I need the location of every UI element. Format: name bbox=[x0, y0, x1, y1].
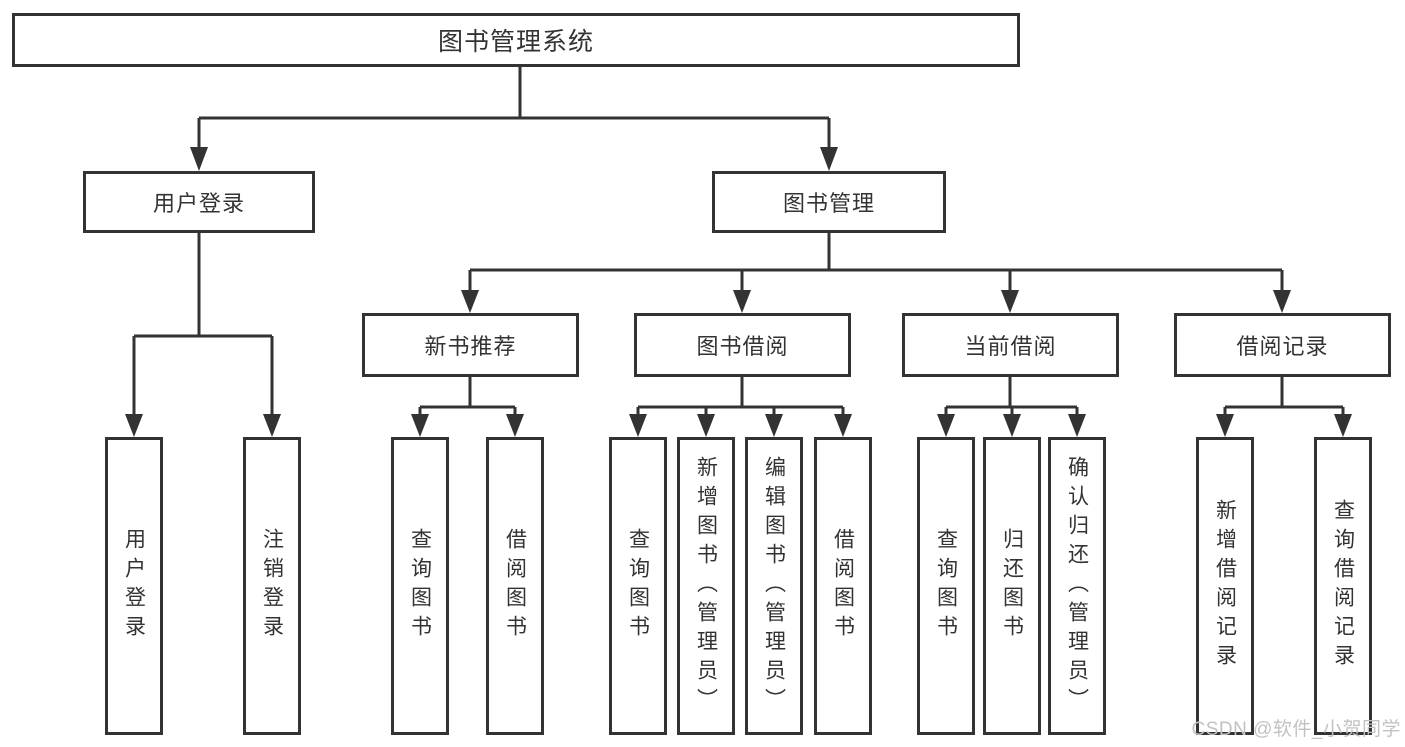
leaf-edit-book-admin: 编辑图书（管理员） bbox=[745, 437, 803, 735]
leaf-borrow-book-label: 借阅图书 bbox=[831, 528, 855, 644]
watermark: CSDN @软件_小贺同学 bbox=[1191, 719, 1401, 740]
connector-root-to-level2 bbox=[197, 67, 831, 150]
connector-current-borrow-children bbox=[944, 377, 1079, 417]
arrowheads-borrow-record bbox=[1216, 414, 1352, 437]
leaf-edit-book-admin-label: 编辑图书（管理员） bbox=[762, 455, 786, 717]
node-new-book-recommend-label: 新书推荐 bbox=[424, 334, 517, 359]
connector-new-book-children bbox=[418, 377, 517, 417]
leaf-query-book-recommend: 查询图书 bbox=[391, 437, 449, 735]
arrow-down-icon bbox=[263, 414, 281, 437]
leaf-borrow-book-recommend: 借阅图书 bbox=[486, 437, 544, 735]
leaf-user-login-label: 用户登录 bbox=[122, 528, 146, 644]
leaf-query-book-borrow-label: 查询图书 bbox=[626, 528, 650, 644]
connector-book-management-children bbox=[468, 233, 1284, 292]
arrow-down-icon bbox=[1334, 414, 1352, 437]
arrow-down-icon bbox=[125, 414, 143, 437]
leaf-logout-label: 注销登录 bbox=[260, 528, 284, 644]
connector-book-borrow-children bbox=[636, 377, 845, 417]
node-root: 图书管理系统 bbox=[12, 13, 1020, 67]
arrow-down-icon bbox=[1068, 414, 1086, 437]
leaf-add-borrow-record: 新增借阅记录 bbox=[1196, 437, 1254, 735]
node-book-borrow: 图书借阅 bbox=[634, 313, 851, 377]
arrowheads-level2 bbox=[190, 147, 838, 171]
arrowheads-new-book bbox=[411, 414, 524, 437]
node-user-login: 用户登录 bbox=[83, 171, 315, 233]
leaf-borrow-book-recommend-label: 借阅图书 bbox=[503, 528, 527, 644]
leaf-add-book-admin: 新增图书（管理员） bbox=[677, 437, 735, 735]
arrow-down-icon bbox=[461, 290, 479, 313]
node-user-login-label: 用户登录 bbox=[152, 191, 245, 216]
leaf-confirm-return-admin-label: 确认归还（管理员） bbox=[1065, 455, 1089, 717]
arrow-down-icon bbox=[629, 414, 647, 437]
arrow-down-icon bbox=[937, 414, 955, 437]
arrow-down-icon bbox=[411, 414, 429, 437]
leaf-query-borrow-record-label: 查询借阅记录 bbox=[1331, 499, 1355, 673]
node-book-borrow-label: 图书借阅 bbox=[696, 334, 789, 359]
arrow-down-icon bbox=[820, 147, 838, 171]
arrowheads-user-login bbox=[125, 414, 281, 437]
node-borrow-record-label: 借阅记录 bbox=[1236, 334, 1329, 359]
leaf-return-book-label: 归还图书 bbox=[1000, 528, 1024, 644]
leaf-user-login: 用户登录 bbox=[105, 437, 163, 735]
node-current-borrow: 当前借阅 bbox=[902, 313, 1119, 377]
arrow-down-icon bbox=[765, 414, 783, 437]
connector-user-login-children bbox=[132, 233, 274, 416]
arrow-down-icon bbox=[190, 147, 208, 171]
node-current-borrow-label: 当前借阅 bbox=[964, 334, 1057, 359]
arrow-down-icon bbox=[1003, 414, 1021, 437]
leaf-query-book-recommend-label: 查询图书 bbox=[408, 528, 432, 644]
arrow-down-icon bbox=[1216, 414, 1234, 437]
node-new-book-recommend: 新书推荐 bbox=[362, 313, 579, 377]
arrow-down-icon bbox=[834, 414, 852, 437]
leaf-query-book-borrow: 查询图书 bbox=[609, 437, 667, 735]
leaf-confirm-return-admin: 确认归还（管理员） bbox=[1048, 437, 1106, 735]
leaf-query-borrow-record: 查询借阅记录 bbox=[1314, 437, 1372, 735]
leaf-query-book-current-label: 查询图书 bbox=[934, 528, 958, 644]
leaf-return-book: 归还图书 bbox=[983, 437, 1041, 735]
leaf-query-book-current: 查询图书 bbox=[917, 437, 975, 735]
arrow-down-icon bbox=[733, 290, 751, 313]
arrow-down-icon bbox=[1273, 290, 1291, 313]
arrow-down-icon bbox=[1001, 290, 1019, 313]
leaf-borrow-book: 借阅图书 bbox=[814, 437, 872, 735]
node-book-management-label: 图书管理 bbox=[782, 191, 875, 216]
arrowheads-current-borrow bbox=[937, 414, 1086, 437]
leaf-logout: 注销登录 bbox=[243, 437, 301, 735]
arrow-down-icon bbox=[506, 414, 524, 437]
leaf-add-borrow-record-label: 新增借阅记录 bbox=[1213, 499, 1237, 673]
arrow-down-icon bbox=[697, 414, 715, 437]
node-book-management: 图书管理 bbox=[712, 171, 946, 233]
connector-borrow-record-children bbox=[1223, 377, 1345, 417]
leaf-add-book-admin-label: 新增图书（管理员） bbox=[694, 455, 718, 717]
node-borrow-record: 借阅记录 bbox=[1174, 313, 1391, 377]
node-root-label: 图书管理系统 bbox=[437, 28, 594, 56]
arrowheads-level3 bbox=[461, 290, 1291, 313]
arrowheads-book-borrow bbox=[629, 414, 852, 437]
